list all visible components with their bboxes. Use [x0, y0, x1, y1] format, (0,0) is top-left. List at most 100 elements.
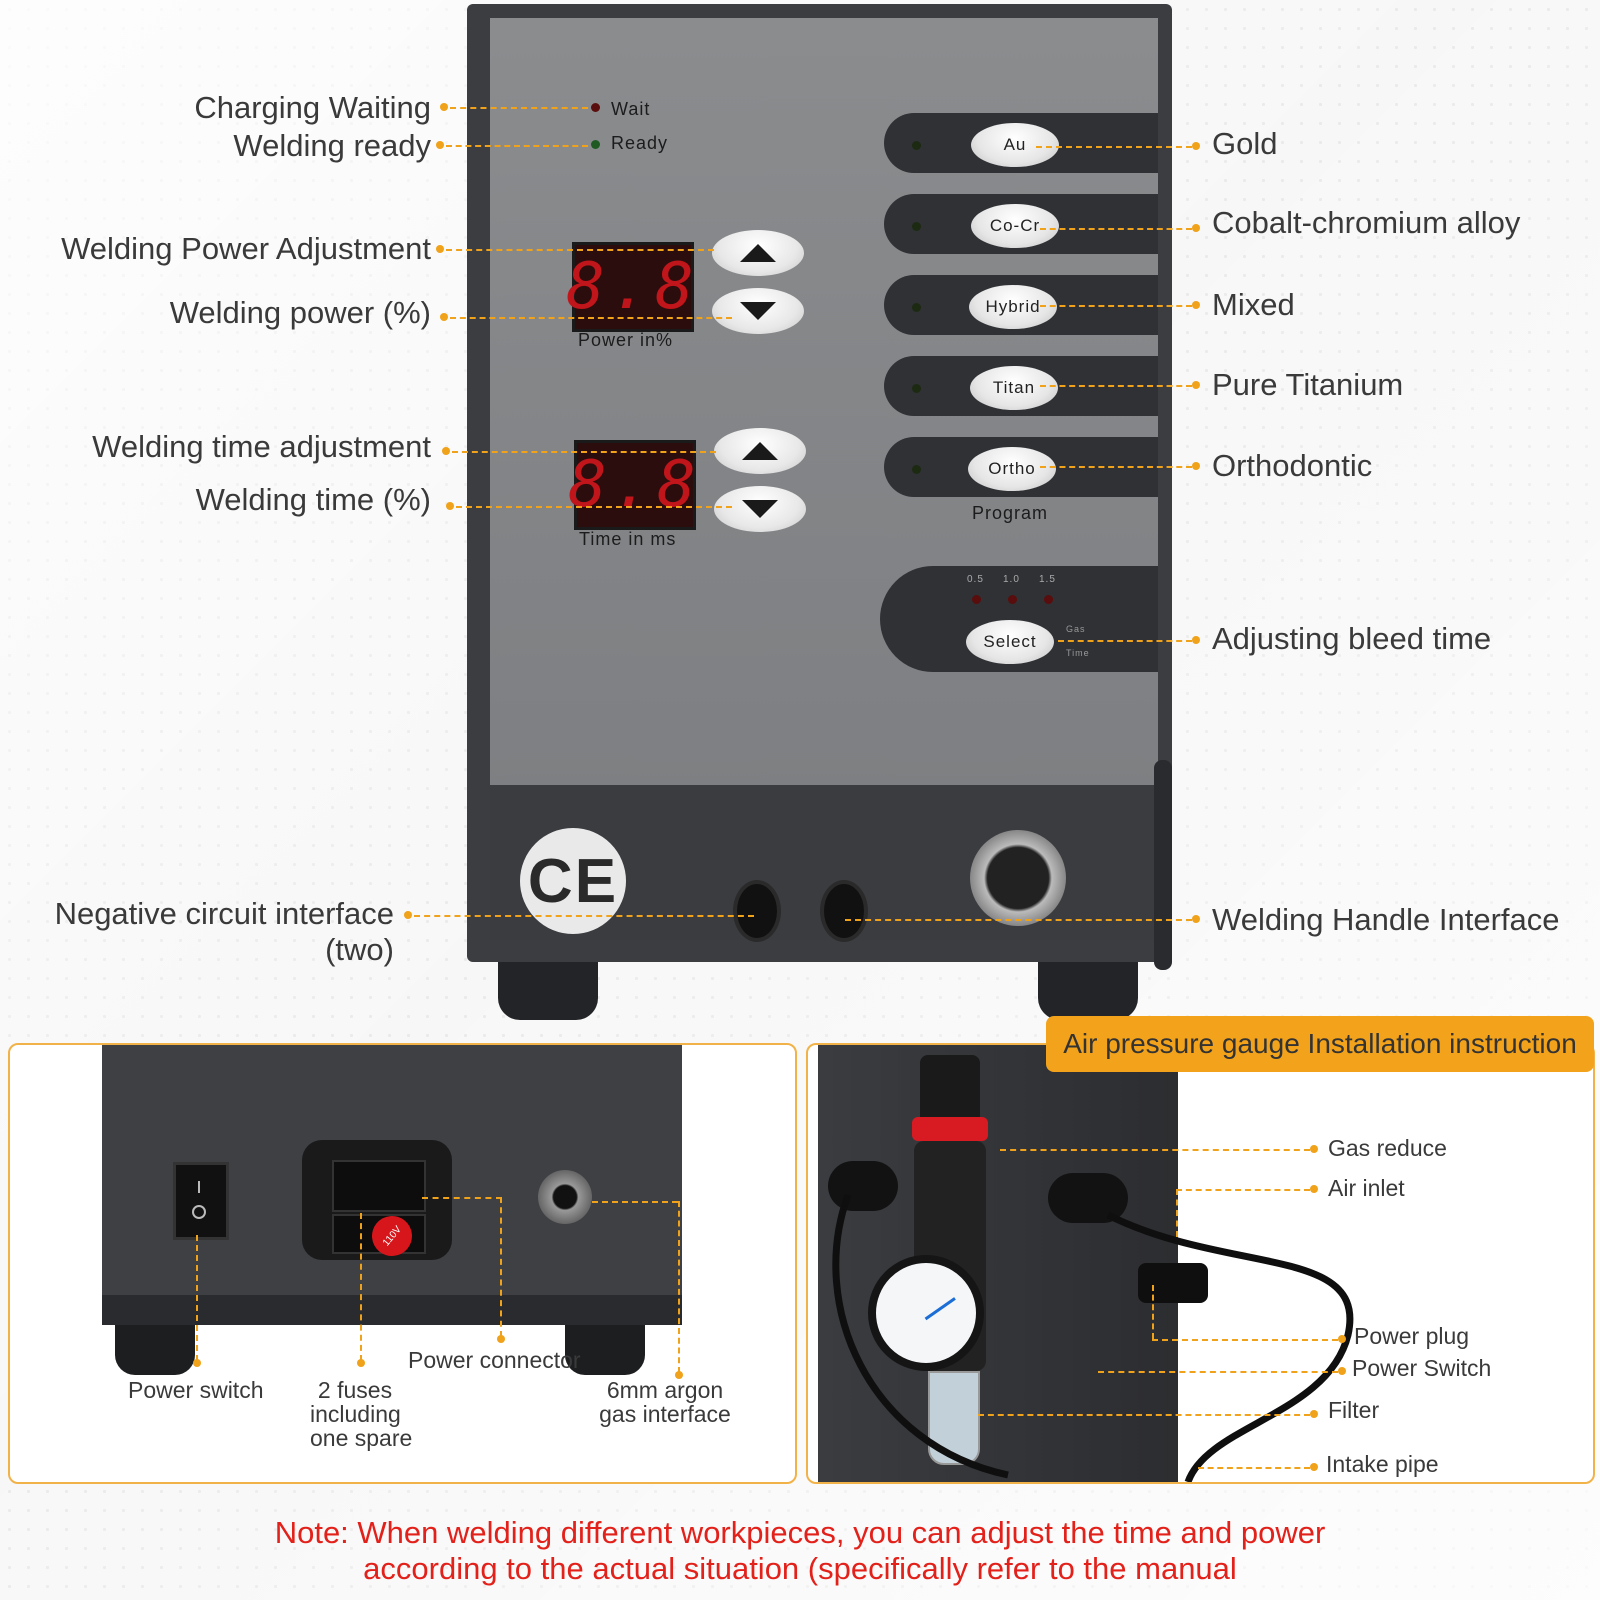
callout-line: [1036, 146, 1192, 148]
power-down-button[interactable]: [712, 288, 804, 334]
callout-line: [1000, 1149, 1310, 1151]
program-hybrid-button[interactable]: Hybrid: [969, 285, 1057, 329]
titan-led: [912, 384, 921, 393]
gas-reduce-label: Gas reduce: [1328, 1135, 1447, 1161]
callout-line: [845, 919, 1192, 921]
program-cocr-button[interactable]: Co-Cr: [971, 204, 1059, 248]
arrow-up-icon: [740, 244, 776, 262]
negative-circuit-label-2: (two): [325, 932, 394, 967]
callout-line: [422, 1197, 502, 1199]
gauge-box: Gas reduce Air inlet Power plug Power Sw…: [806, 1043, 1595, 1484]
gold-label: Gold: [1212, 126, 1278, 161]
callout-dot: [675, 1371, 683, 1379]
callout-line: [1098, 1371, 1338, 1373]
callout-dot: [1310, 1463, 1318, 1471]
callout-line: [1058, 640, 1192, 642]
arrow-down-icon: [742, 500, 778, 518]
negative-socket-1[interactable]: [733, 880, 781, 942]
hose-right: [1106, 1211, 1354, 1482]
program-titan-button[interactable]: Titan: [970, 366, 1058, 410]
ready-led: [591, 140, 600, 149]
bleed-option-05: 0.5: [967, 574, 984, 585]
mixed-label: Mixed: [1212, 287, 1295, 322]
power-connector-label: Power connector: [408, 1347, 581, 1373]
time-adjustment-label: Welding time adjustment: [92, 429, 431, 464]
callout-line: [456, 506, 732, 508]
pressure-gauge: [868, 1255, 984, 1371]
arrow-down-icon: [740, 302, 776, 320]
callout-line: [678, 1201, 680, 1373]
note-line-1: Note: When welding different workpieces,…: [274, 1515, 1326, 1550]
fuses-label-3: one spare: [310, 1425, 413, 1451]
time-percent-label: Welding time (%): [195, 482, 431, 517]
cobalt-label: Cobalt-chromium alloy: [1212, 205, 1521, 240]
argon-label: 6mm argon: [606, 1377, 724, 1403]
callout-dot: [1192, 224, 1200, 232]
callout-dot: [1338, 1335, 1346, 1343]
power-plug-body: [1138, 1263, 1208, 1303]
callout-dot: [1310, 1185, 1318, 1193]
callout-line: [1152, 1285, 1154, 1339]
left-elbow-fitting: [828, 1161, 898, 1211]
power-adjustment-label: Welding Power Adjustment: [61, 231, 431, 266]
argon-gas-port[interactable]: [538, 1170, 592, 1224]
callout-line: [500, 1197, 502, 1337]
power-up-button[interactable]: [712, 230, 804, 276]
titanium-label: Pure Titanium: [1212, 367, 1404, 402]
handle-socket[interactable]: [970, 830, 1066, 926]
callout-line: [1176, 1189, 1310, 1191]
callout-line: [452, 451, 716, 453]
rear-panel-box: 110V Power switch 2 fuses including one …: [8, 1043, 797, 1484]
callout-line: [1176, 1189, 1178, 1237]
negative-circuit-label: Negative circuit interface: [54, 896, 394, 931]
program-au-button[interactable]: Au: [971, 123, 1059, 167]
select-button[interactable]: Select: [966, 620, 1054, 664]
callout-dot: [404, 911, 412, 919]
welding-ready-label: Welding ready: [233, 128, 431, 163]
callout-line: [592, 1201, 678, 1203]
rear-case-base: [102, 1295, 682, 1325]
callout-line: [446, 145, 588, 147]
callout-line: [978, 1414, 1310, 1416]
regulator-red-ring: [912, 1117, 988, 1141]
hybrid-led: [912, 303, 921, 312]
callout-line: [446, 249, 714, 251]
iec-socket: [332, 1160, 426, 1212]
callout-line: [450, 107, 588, 109]
negative-socket-2[interactable]: [820, 880, 868, 942]
hose-left: [832, 1193, 1009, 1479]
filter-bowl: [928, 1371, 980, 1465]
power-plug-label: Power plug: [1354, 1323, 1470, 1349]
callout-dot: [1338, 1367, 1346, 1375]
air-inlet-label: Air inlet: [1328, 1175, 1405, 1201]
ready-text: Ready: [611, 133, 669, 153]
switch-on-mark: [198, 1181, 200, 1193]
fuses-label-2: including: [310, 1401, 401, 1427]
program-label: Program: [972, 503, 1049, 523]
cocr-led: [912, 222, 921, 231]
bleed-option-15: 1.5: [1039, 574, 1056, 585]
callout-dot: [440, 313, 448, 321]
program-ortho-button[interactable]: Ortho: [968, 447, 1056, 491]
arrow-up-icon: [742, 442, 778, 460]
callout-dot: [1310, 1145, 1318, 1153]
filter-label: Filter: [1328, 1397, 1380, 1423]
gauge-machine-side: [818, 1045, 1178, 1482]
rear-foot-left: [115, 1325, 195, 1375]
wait-text: Wait: [611, 99, 651, 119]
callout-line: [1152, 1339, 1338, 1341]
bleed-led-05: [972, 595, 981, 604]
time-up-button[interactable]: [714, 428, 806, 474]
regulator-knob[interactable]: [920, 1055, 980, 1125]
callout-dot: [357, 1359, 365, 1367]
power-switch[interactable]: [173, 1162, 229, 1240]
power-switch-label: Power switch: [128, 1377, 264, 1403]
rear-foot-right: [565, 1325, 645, 1375]
power-connector[interactable]: 110V: [302, 1140, 452, 1265]
gauge-instruction-banner: Air pressure gauge Installation instruct…: [1046, 1016, 1594, 1072]
bleed-option-10: 1.0: [1003, 574, 1020, 585]
callout-dot: [436, 245, 444, 253]
time-down-button[interactable]: [714, 486, 806, 532]
hoses-svg: [832, 1193, 1354, 1482]
callout-dot: [497, 1335, 505, 1343]
